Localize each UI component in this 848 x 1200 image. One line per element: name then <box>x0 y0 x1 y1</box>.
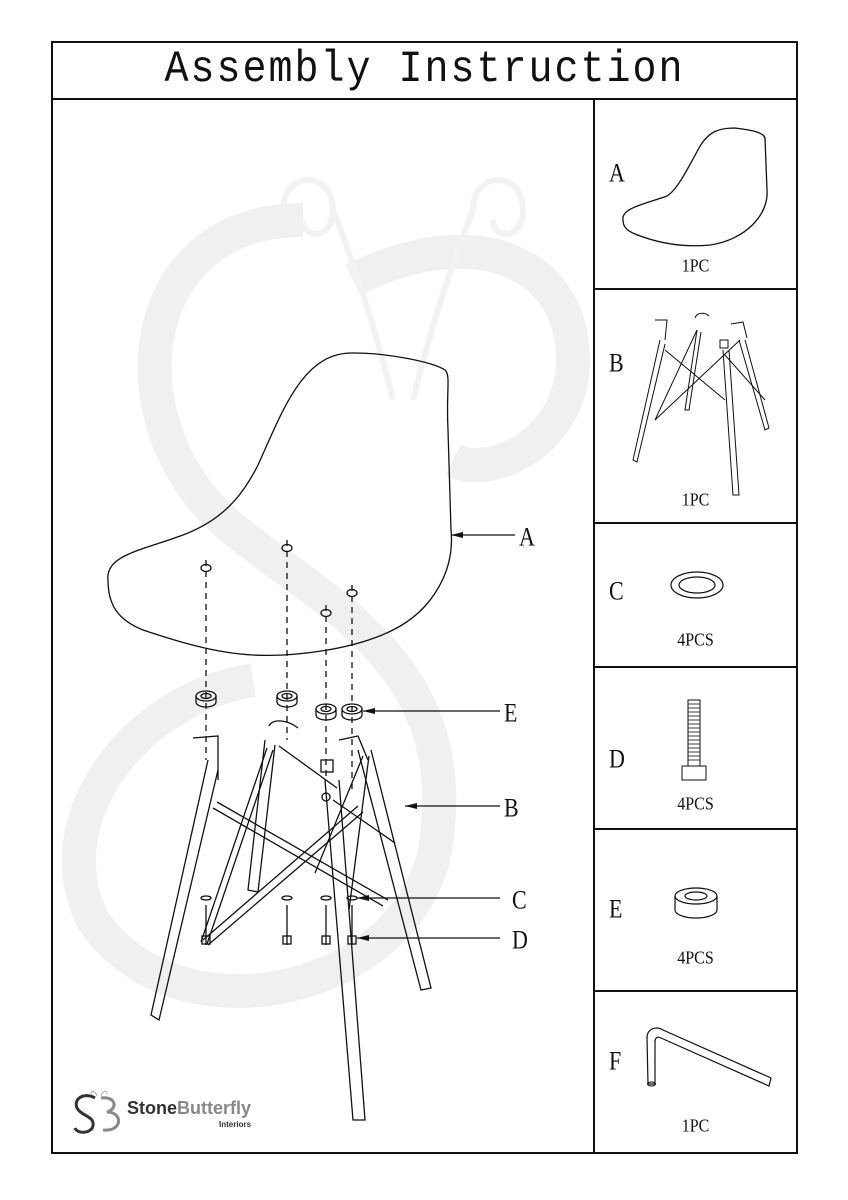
seat-shell-icon <box>622 127 768 247</box>
callout-c: C <box>512 884 527 915</box>
part-e-panel: E 4PCS <box>595 830 796 992</box>
callout-b: B <box>504 792 519 823</box>
callout-e: E <box>504 697 518 728</box>
callout-d: D <box>512 924 528 955</box>
part-qty: 1PC <box>681 490 710 511</box>
leg-frame-drawing <box>150 720 432 1121</box>
bolt-drawings <box>200 895 358 945</box>
bolt-icon <box>681 699 707 781</box>
header: Assembly Instruction <box>53 43 796 100</box>
allen-key-icon <box>646 1027 772 1087</box>
leg-frame-icon <box>632 312 770 496</box>
sb-monogram-icon <box>73 1090 120 1134</box>
brand-subtitle: Interiors <box>219 1119 252 1129</box>
instruction-sheet: Assembly Instruction <box>51 41 798 1154</box>
washer-icon <box>670 571 724 599</box>
part-qty: 4PCS <box>677 630 714 651</box>
part-letter: A <box>609 157 625 188</box>
part-letter: D <box>609 743 625 774</box>
part-letter: F <box>609 1045 622 1076</box>
spacer-drawings <box>195 690 363 721</box>
part-qty: 1PC <box>681 256 710 277</box>
seat-shell-drawing <box>107 352 515 1121</box>
part-letter: C <box>609 575 624 606</box>
part-c-panel: C 4PCS <box>595 524 796 668</box>
part-letter: B <box>609 347 624 378</box>
callout-a: A <box>519 521 535 552</box>
brand-name-stone: Stone <box>127 1097 178 1118</box>
part-d-panel: D 4PCS <box>595 668 796 830</box>
page-title: Assembly Instruction <box>164 45 685 96</box>
part-qty: 4PCS <box>677 948 714 969</box>
brand-logo: StoneButterfly Interiors <box>67 1088 251 1138</box>
brand-name-butterfly: Butterfly <box>177 1097 252 1118</box>
spacer-icon <box>674 887 718 919</box>
part-qty: 1PC <box>681 1116 710 1137</box>
part-qty: 4PCS <box>677 794 714 815</box>
part-b-panel: B 1PC <box>595 290 796 524</box>
exploded-diagram: A E B C D StoneButterfly Interiors <box>53 100 595 1152</box>
part-a-panel: A 1PC <box>595 100 796 290</box>
part-f-panel: F 1PC <box>595 992 796 1152</box>
part-letter: E <box>609 893 623 924</box>
parts-list: A 1PC B 1PC C <box>595 100 796 1152</box>
seat-shell-outline <box>107 352 453 656</box>
